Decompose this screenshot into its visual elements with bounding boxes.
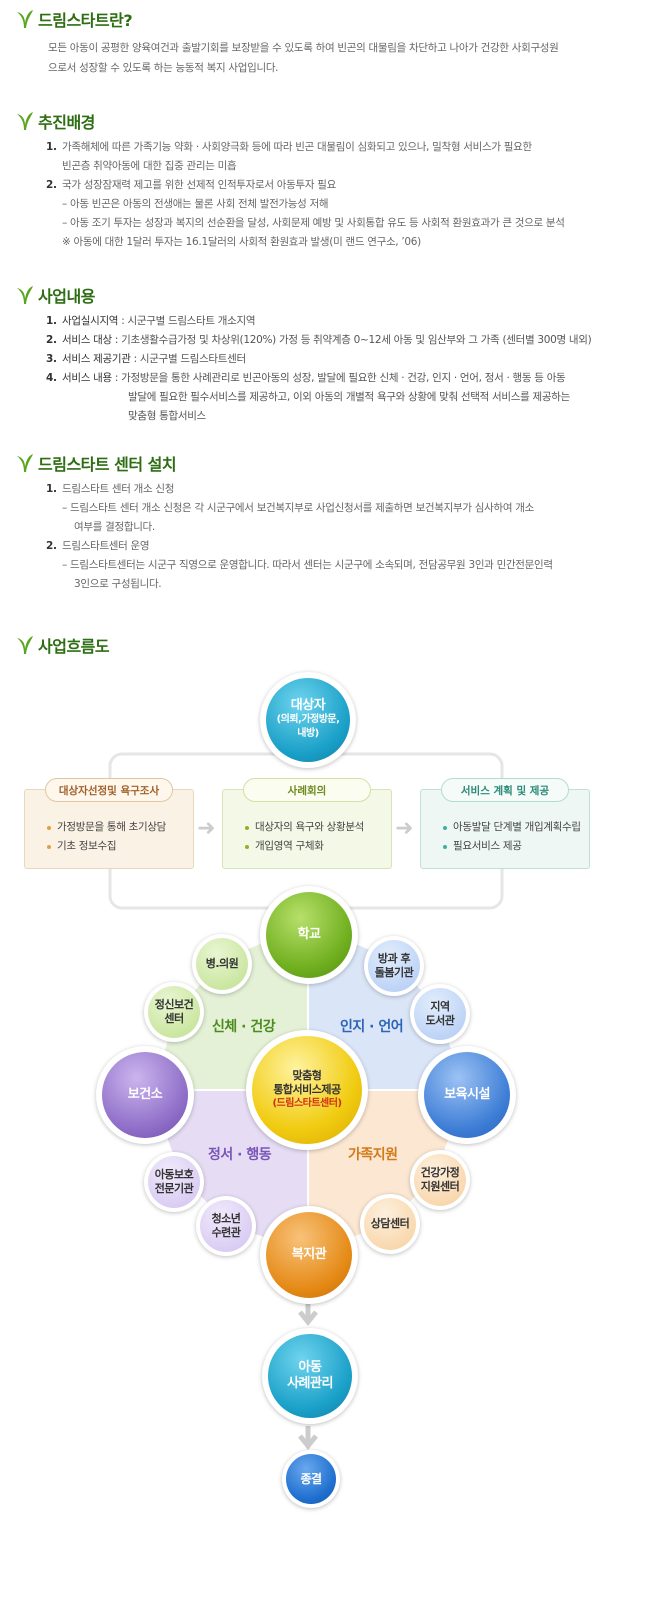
step-item: 아동발달 단계별 개입계획수립 [443,818,589,837]
step-title: 서비스 계획 및 제공 [441,778,569,802]
right-arrow-icon: ➜ [197,816,216,841]
list-item: 2. 드림스타트센터 운영 – 드림스타트센터는 시군구 직영으로 운영합니다.… [46,540,553,590]
section-about: 드림스타트란? 모든 아동이 공평한 양육여건과 출발기회를 보장받을 수 있도… [16,8,636,78]
hospital-node: 병.의원 [196,938,248,990]
quadrant-cognitive-label: 인지 · 언어 [340,1019,404,1035]
welfare-node: 복지관 [266,1212,352,1298]
section-heading: 사업내용 [16,284,636,306]
section-flow: 사업흐름도 [16,634,636,656]
section-title: 드림스타트 센터 설치 [38,455,177,474]
step-box-case-meeting: 사례회의 대상자의 욕구와 상황분석 개입영역 구체화 [222,778,392,869]
step-item: 필요서비스 제공 [443,837,589,856]
step-title: 대상자선정및 욕구조사 [45,778,173,802]
step-item: 대상자의 욕구와 상황분석 [245,818,391,837]
section-title: 드림스타트란? [38,11,133,30]
leaf-icon [17,454,33,472]
target-node: 대상자 (의뢰,가정방문, 내방) [266,678,350,762]
flowchart: 대상자 (의뢰,가정방문, 내방) 대상자선정및 욕구조사 가정방문을 통해 초… [0,640,645,1560]
end-node: 종결 [286,1454,336,1504]
section-heading: 사업흐름도 [16,634,636,656]
section-title: 사업흐름도 [38,637,110,656]
step-title: 사례회의 [243,778,371,802]
section-heading: 추진배경 [16,110,636,132]
section-background: 추진배경 1. 가족해체에 따른 가족기능 약화 · 사회양극화 등에 따라 빈… [16,110,636,252]
step-item: 가정방문을 통해 초기상담 [47,818,193,837]
section-body: 모든 아동이 공평한 양육여건과 출발기회를 보장받을 수 있도록 하여 빈곤의… [48,42,559,74]
list-item: 2. 서비스 대상 : 기초생활수급가정 및 차상위(120%) 가정 등 취약… [46,334,592,346]
leaf-icon [17,636,33,654]
section-heading: 드림스타트란? [16,8,636,30]
school-node: 학교 [266,892,352,978]
numbered-list: 1. 가족해체에 따른 가족기능 약화 · 사회양극화 등에 따라 빈곤 대물림… [46,138,636,252]
childcare-node: 보육시설 [424,1052,510,1138]
right-arrow-icon: ➜ [395,816,414,841]
leaf-icon [17,10,33,28]
section-content: 사업내용 1. 사업실시지역 : 시군구별 드림스타트 개소지역 2. 서비스 … [16,284,636,426]
quadrant-family-label: 가족지원 [348,1147,398,1163]
flow-connectors [108,752,504,1451]
list-item: 4. 서비스 내용 : 가정방문을 통한 사례관리로 빈곤아동의 성장, 발달에… [46,372,570,422]
list-item: 2. 국가 성장잠재력 제고를 위한 선제적 인적투자로서 아동투자 필요 – … [46,179,565,248]
quadrant-emotional-label: 정서 · 행동 [208,1147,272,1163]
leaf-icon [17,286,33,304]
list-item: 3. 서비스 제공기관 : 시군구별 드림스타트센터 [46,353,246,365]
step-box-service: 서비스 계획 및 제공 아동발달 단계별 개입계획수립 필요서비스 제공 [420,778,590,869]
step-box-assessment: 대상자선정및 욕구조사 가정방문을 통해 초기상담 기초 정보수집 [24,778,194,869]
numbered-list: 1. 드림스타트 센터 개소 신청 – 드림스타트 센터 개소 신청은 각 시군… [46,480,636,594]
health-center-node: 보건소 [102,1052,188,1138]
list-item: 1. 가족해체에 따른 가족기능 약화 · 사회양극화 등에 따라 빈곤 대물림… [46,141,532,172]
section-title: 추진배경 [38,113,95,132]
list-item: 1. 드림스타트 센터 개소 신청 – 드림스타트 센터 개소 신청은 각 시군… [46,483,534,533]
step-item: 개입영역 구체화 [245,837,391,856]
section-title: 사업내용 [38,287,95,306]
hub-node: 맞춤형 통합서비스제공 (드림스타트센터) [252,1036,362,1144]
list-item: 1. 사업실시지역 : 시군구별 드림스타트 개소지역 [46,315,256,327]
counseling-node: 상담센터 [364,1198,416,1250]
section-heading: 드림스타트 센터 설치 [16,452,636,474]
quadrant-physical-label: 신체 · 건강 [212,1019,276,1035]
step-item: 기초 정보수집 [47,837,193,856]
numbered-list: 1. 사업실시지역 : 시군구별 드림스타트 개소지역 2. 서비스 대상 : … [46,312,636,426]
leaf-icon [17,112,33,130]
section-center: 드림스타트 센터 설치 1. 드림스타트 센터 개소 신청 – 드림스타트 센터… [16,452,636,594]
